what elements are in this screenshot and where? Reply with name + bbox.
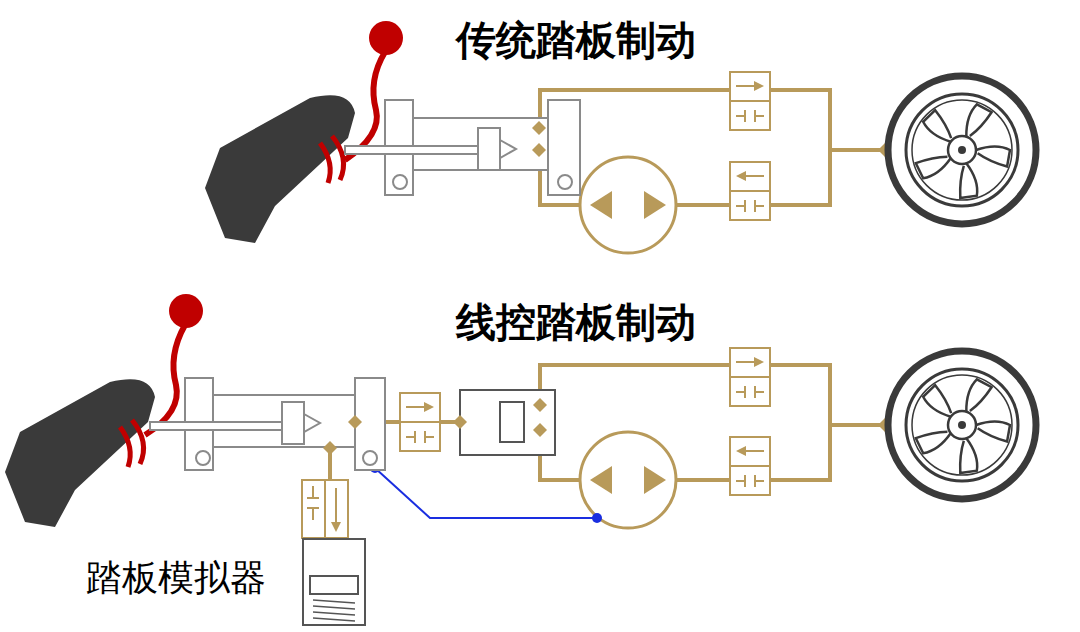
pedal-simulator: 踏板模拟器: [80, 538, 372, 630]
node-label: 踏板模拟器: [86, 558, 266, 598]
simulator-part: [313, 618, 355, 621]
simulator-part: [313, 612, 355, 615]
by-wire-system: [5, 294, 1036, 540]
section-title: 传统踏板制动: [456, 18, 696, 62]
simulator-part: [313, 606, 355, 609]
simulator-part: [303, 539, 365, 625]
simulator-part: [313, 600, 355, 603]
simulator-part: [310, 576, 358, 594]
section-title: 线控踏板制动: [456, 300, 696, 344]
